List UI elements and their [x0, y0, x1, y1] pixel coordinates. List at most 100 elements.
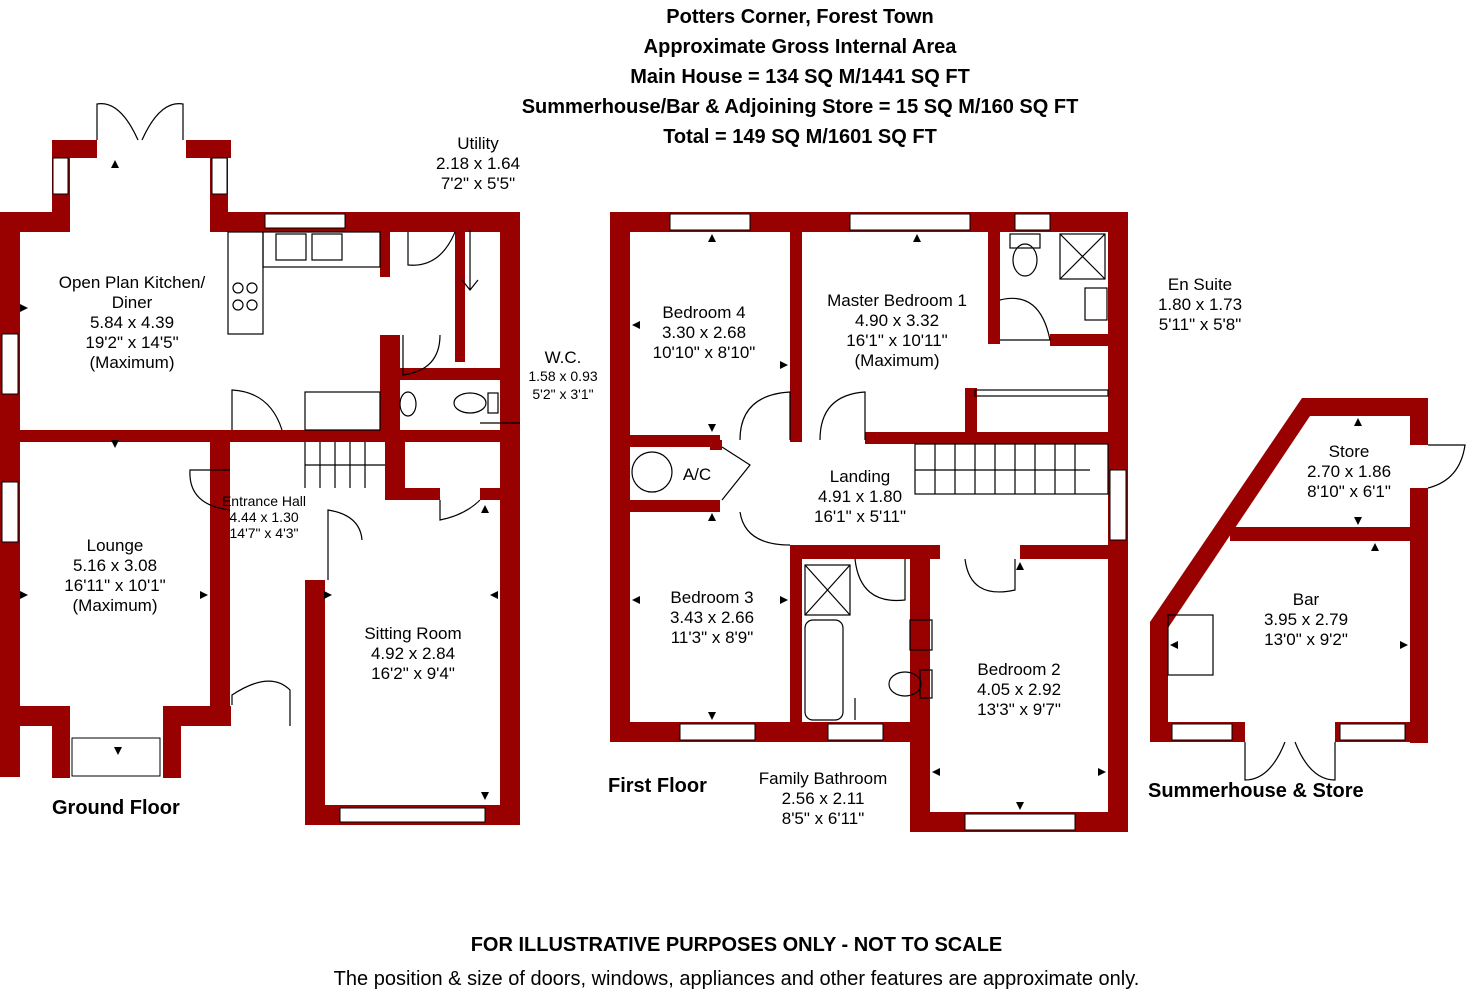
entrance-dim-imperial: 14'7" x 4'3": [230, 525, 299, 541]
store-dim-imperial: 8'10" x 6'1": [1307, 482, 1391, 501]
french-door: [1244, 741, 1286, 781]
arrow: [461, 230, 479, 291]
wall: [0, 430, 520, 442]
shower-tray: [804, 564, 851, 616]
wall: [400, 368, 520, 380]
door-swing: [1427, 444, 1466, 489]
wall: [455, 212, 465, 362]
lounge-label: Lounge: [87, 536, 144, 555]
ac-cupboard-door: [721, 446, 751, 501]
wall: [610, 435, 720, 447]
wall: [610, 500, 720, 512]
marker: [111, 440, 119, 448]
bed2-label: Bedroom 2: [977, 660, 1060, 679]
hob-ring: [232, 282, 244, 294]
window: [679, 723, 756, 741]
window: [339, 807, 486, 823]
marker: [490, 591, 498, 599]
window: [827, 723, 884, 741]
main-house-area: Main House = 134 SQ M/1441 SQ FT: [630, 66, 970, 88]
wall: [790, 232, 802, 442]
summerhouse-label: Summerhouse & Store: [1148, 780, 1364, 802]
door-swing: [819, 391, 866, 441]
basin: [909, 619, 933, 651]
disclaimer: FOR ILLUSTRATIVE PURPOSES ONLY - NOT TO …: [470, 934, 1003, 956]
room-labels: Open Plan Kitchen/ Diner 5.84 x 4.39 19'…: [59, 134, 1391, 828]
marker: [708, 234, 716, 242]
marker: [481, 505, 489, 513]
shower-cross: [804, 564, 851, 616]
french-door: [96, 103, 139, 141]
entrance-label: Entrance Hall: [222, 493, 306, 509]
bathroom-label: Family Bathroom: [759, 769, 887, 788]
master-dim-imperial: 16'1" x 10'11": [846, 331, 947, 350]
marker: [913, 234, 921, 242]
door-swing: [327, 509, 363, 580]
plan-header: Potters Corner, Forest Town Approximate …: [440, 2, 1160, 152]
marker: [708, 424, 716, 432]
windows: [1, 157, 1406, 831]
wall: [385, 488, 440, 500]
bar-label: Bar: [1293, 590, 1320, 609]
window: [52, 157, 69, 195]
utility-dim-metric: 2.18 x 1.64: [436, 154, 520, 173]
kitchen-label: Open Plan Kitchen/: [59, 273, 206, 292]
hob-ring: [246, 282, 258, 294]
window: [964, 813, 1076, 831]
marker: [324, 591, 332, 599]
window: [1, 481, 19, 543]
marker: [1354, 418, 1362, 426]
basin: [399, 391, 417, 417]
marker: [20, 304, 28, 312]
marker: [1098, 768, 1106, 776]
ensuite-dim-metric: 1.80 x 1.73: [1158, 295, 1242, 314]
bed2-dim-imperial: 13'3" x 9'7": [977, 700, 1061, 719]
wc-label: W.C.: [545, 348, 582, 367]
fittings: [96, 103, 1466, 781]
kitchen-dim-imperial: 19'2" x 14'5": [85, 333, 178, 352]
window: [1339, 723, 1406, 741]
kitchen-label: Diner: [112, 293, 153, 312]
ac-cylinder: [631, 451, 673, 493]
kitchen-counter: [262, 231, 381, 268]
wall: [480, 488, 520, 500]
hob-ring: [246, 299, 258, 311]
marker: [632, 596, 640, 604]
window: [669, 213, 751, 231]
kitchen-dim-metric: 5.84 x 4.39: [90, 313, 174, 332]
wall: [1020, 545, 1128, 559]
shower-tray: [1059, 233, 1106, 280]
ensuite-label: En Suite: [1168, 275, 1232, 294]
wardrobe-rail: [974, 389, 1109, 397]
property-title: Potters Corner, Forest Town: [666, 6, 934, 28]
bar-counter: [1167, 614, 1214, 676]
toilet: [1012, 243, 1038, 277]
wall: [380, 335, 400, 435]
marker: [1016, 562, 1024, 570]
french-door: [141, 103, 184, 141]
wc-dim-metric: 1.58 x 0.93: [528, 368, 597, 384]
bed3-dim-imperial: 11'3" x 8'9": [671, 628, 754, 647]
bed4-label: Bedroom 4: [662, 303, 745, 322]
master-dim-metric: 4.90 x 3.32: [855, 311, 939, 330]
marker: [1400, 641, 1408, 649]
french-door: [1294, 741, 1336, 781]
marker: [20, 591, 28, 599]
utility-label: Utility: [457, 134, 499, 153]
ensuite-dim-imperial: 5'11" x 5'8": [1159, 315, 1242, 334]
ground-floor-label: Ground Floor: [52, 797, 180, 819]
total-area: Total = 149 SQ M/1601 SQ FT: [663, 126, 937, 148]
marker: [780, 596, 788, 604]
wall: [865, 432, 1108, 444]
wall: [965, 388, 977, 438]
marker: [200, 591, 208, 599]
wall: [1410, 488, 1428, 743]
wall: [52, 140, 97, 158]
bar-dim-metric: 3.95 x 2.79: [1264, 610, 1348, 629]
landing-label: Landing: [830, 467, 891, 486]
wall: [710, 440, 722, 450]
wc-dim-imperial: 5'2" x 3'1": [532, 386, 593, 402]
toilet: [453, 392, 487, 414]
first-floor-label: First Floor: [608, 775, 707, 797]
sitting-dim-metric: 4.92 x 2.84: [371, 644, 455, 663]
